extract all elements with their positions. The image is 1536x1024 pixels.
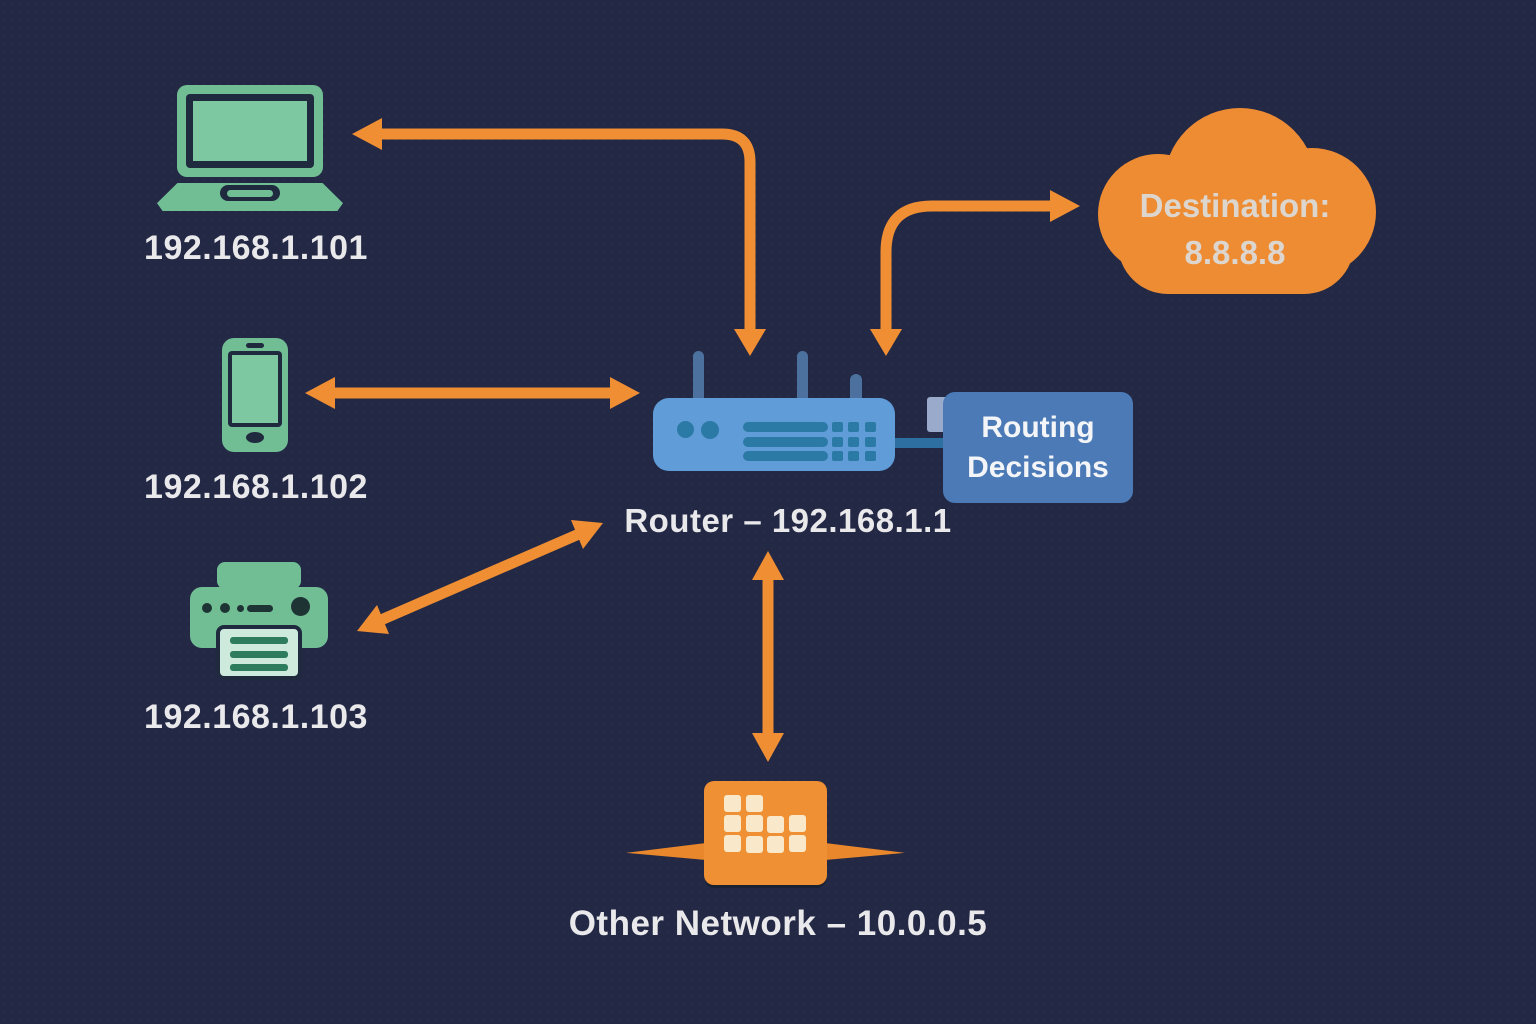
printer-tray [217, 562, 301, 589]
routing-box-line1: Routing [981, 410, 1095, 444]
switch-cell [724, 835, 741, 852]
network-switch-icon [704, 781, 827, 885]
cloud-lobe [1118, 194, 1354, 294]
router-port [865, 422, 876, 432]
switch-cell [724, 795, 741, 812]
router-vent-bar [743, 422, 828, 432]
arrow-router-cloud-icon [870, 190, 1080, 356]
printer-dot [237, 605, 244, 612]
printer-paper-line [230, 651, 288, 658]
router-port [848, 422, 859, 432]
arrow-phone-router-icon [305, 377, 640, 409]
phone-screen [232, 355, 278, 423]
switch-cell [767, 836, 784, 853]
printer-ip-label: 192.168.1.103 [144, 698, 368, 736]
printer-dot [202, 603, 212, 613]
phone-speaker [246, 343, 264, 348]
routing-box-line2: Decisions [967, 450, 1109, 484]
router-vent-bar [743, 437, 828, 447]
router-port [848, 437, 859, 447]
router-antenna [850, 374, 862, 401]
switch-cell [789, 835, 806, 852]
phone-home-button [246, 432, 264, 443]
printer-dot [220, 603, 230, 613]
arrow-laptop-router-icon [352, 118, 766, 356]
router-led [701, 421, 719, 439]
smartphone-icon [222, 338, 288, 452]
router-antenna [693, 351, 704, 401]
router-port [865, 451, 876, 461]
switch-cell [746, 836, 763, 853]
cloud-icon: Destination: 8.8.8.8 [1098, 108, 1376, 295]
router-port [848, 451, 859, 461]
printer-icon [190, 560, 328, 680]
router-port [865, 437, 876, 447]
router-port [832, 451, 843, 461]
other-network-label: Other Network – 10.0.0.5 [568, 904, 988, 943]
routing-decisions-box: Routing Decisions [943, 392, 1133, 503]
router-led [677, 421, 694, 438]
arrow-printer-router-icon [357, 520, 603, 634]
phone-ip-label: 192.168.1.102 [144, 468, 368, 506]
cloud-text: Destination: 8.8.8.8 [1098, 182, 1372, 276]
switch-cell [767, 816, 784, 833]
cloud-ip-label: 8.8.8.8 [1184, 234, 1286, 271]
printer-button [291, 597, 310, 616]
switch-cell [746, 815, 763, 832]
router-port [832, 437, 843, 447]
router-vent-bar [743, 451, 828, 461]
laptop-trackpad-inner [227, 190, 273, 197]
switch-cell [724, 815, 741, 832]
printer-paper-line [230, 664, 288, 671]
arrow-router-othernetwork-icon [752, 551, 784, 762]
laptop-screen [193, 101, 307, 161]
router-label: Router – 192.168.1.1 [624, 502, 952, 539]
switch-cell [746, 795, 763, 812]
laptop-ip-label: 192.168.1.101 [144, 229, 368, 267]
switch-cell [789, 815, 806, 832]
printer-paper-line [230, 637, 288, 644]
laptop-icon [157, 85, 343, 211]
printer-slot [247, 605, 273, 612]
router-antenna [797, 351, 808, 401]
router-port [832, 422, 843, 432]
router-box-connector [895, 438, 945, 448]
cloud-destination-label: Destination: [1139, 187, 1331, 224]
